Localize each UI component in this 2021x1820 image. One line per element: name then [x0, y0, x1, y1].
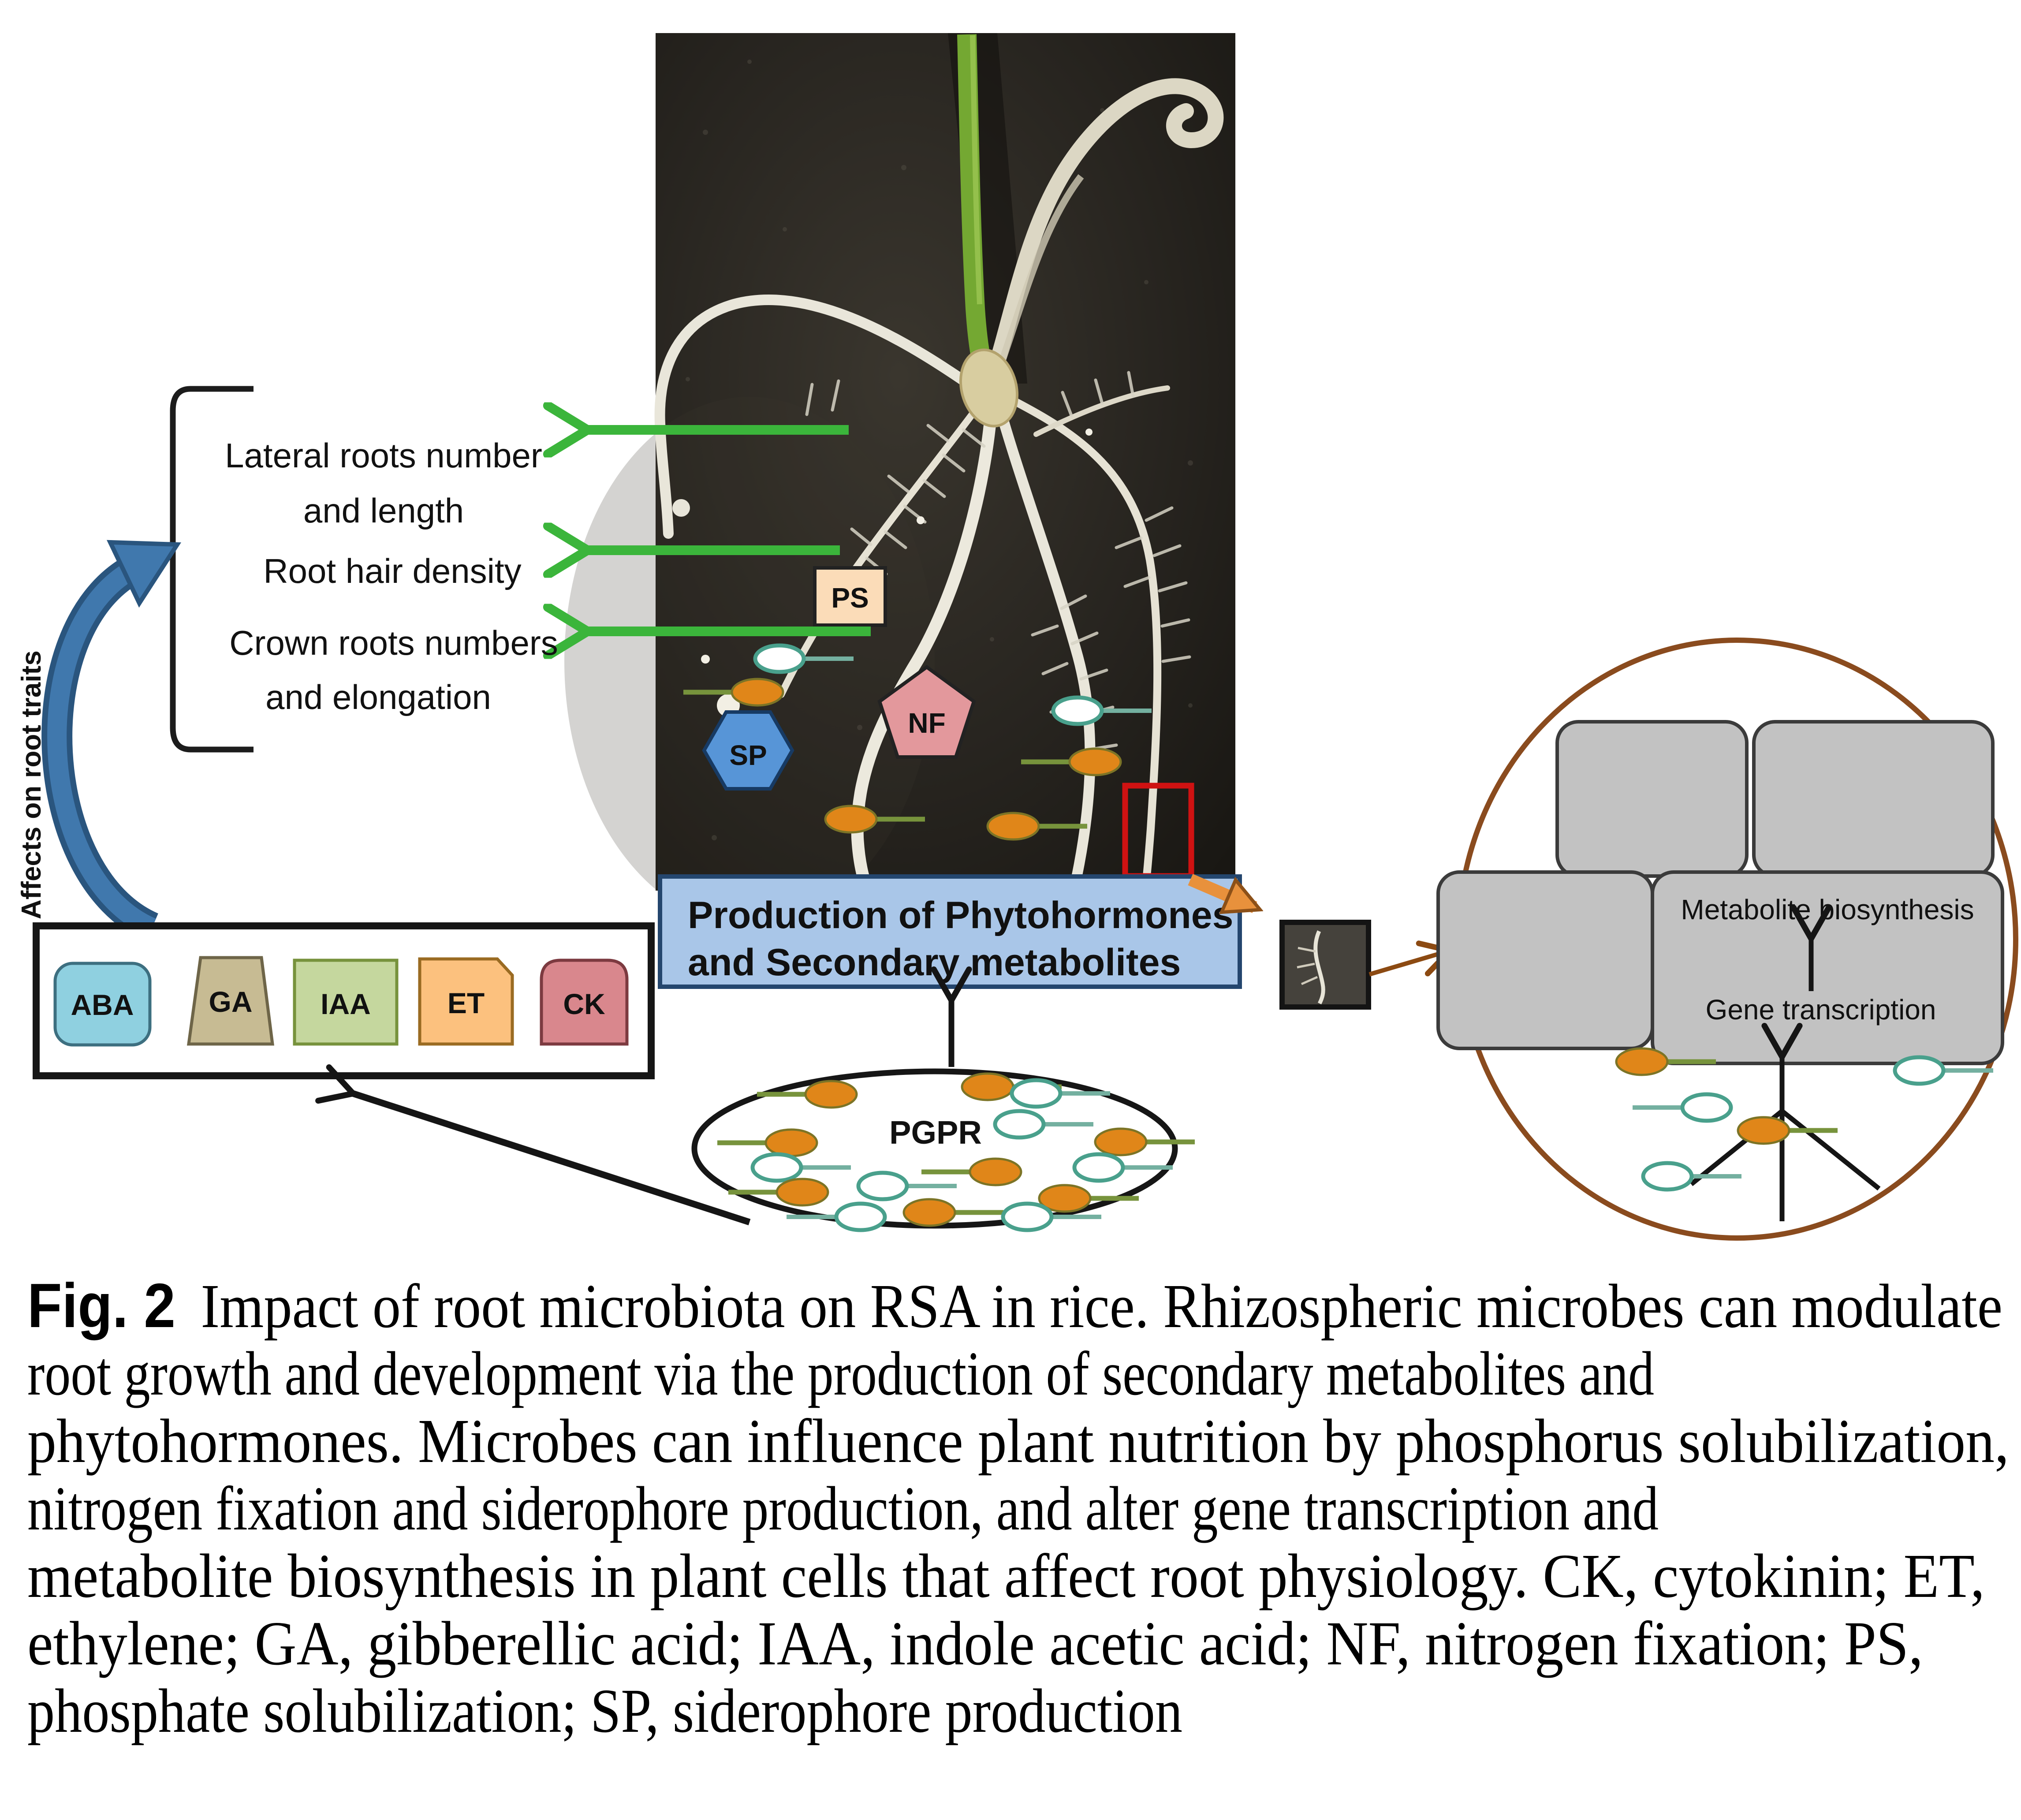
iaa-label: IAA: [321, 988, 371, 1020]
trait-lateral-line2: and length: [303, 491, 464, 530]
production-box: Production of Phytohormones and Secondar…: [658, 874, 1242, 989]
photo-texture: [686, 60, 1193, 840]
ck-shape: [540, 958, 629, 1046]
root-lateral: [778, 391, 990, 698]
pgpr-pool: PGPR: [691, 1068, 1195, 1230]
root-left-curve: [654, 295, 980, 539]
affects-arrow: [41, 540, 181, 942]
cell-box-bottom-left: [1436, 870, 1654, 1050]
trait-lateral-line1: Lateral roots number: [225, 436, 542, 475]
figure-caption: Fig. 2 Impact of root microbiota on RSA …: [27, 1271, 2009, 1745]
trait-labels: Lateral roots number and length Root hai…: [225, 436, 558, 716]
nf-label: NF: [908, 707, 945, 739]
blue-arrow-outline: [41, 556, 159, 942]
et-label: ET: [447, 987, 485, 1019]
aba-shape: [53, 962, 152, 1047]
sp-hexagon: [702, 710, 794, 791]
ga-shape: [186, 956, 274, 1046]
ps-badge: [813, 566, 887, 627]
et-shape: [418, 957, 514, 1046]
ck-label: CK: [563, 988, 605, 1020]
sp-label: SP: [729, 739, 767, 771]
inset-photo: [1279, 920, 1371, 1010]
arrow-pgpr-to-hormones: [353, 1093, 751, 1226]
inset-root-hairs: [1297, 947, 1318, 985]
root-far-right: [998, 391, 1162, 894]
cell-box-bottom-right: [1651, 870, 2004, 1065]
caption-line-1: Fig. 2 Impact of root microbiota on RSA …: [27, 1271, 2002, 1341]
caption-line-3: phytohormones. Microbes can influence pl…: [27, 1406, 2009, 1476]
nf-pentagon: [877, 665, 976, 759]
inset-root: [1313, 930, 1325, 1005]
ps-label: PS: [831, 582, 869, 614]
root-top-lateral: [1033, 385, 1170, 437]
caption-line-5: metabolite biosynthesis in plant cells t…: [27, 1541, 1985, 1611]
iaa-shape: [293, 958, 399, 1046]
caption-line-2: root growth and development via the prod…: [27, 1339, 1654, 1408]
rice-root-photo: PS NF SP: [564, 33, 1235, 926]
affects-rotated-label: Affects on root traits: [16, 650, 47, 919]
hormone-box: ABA GA IAA ET CK: [33, 922, 655, 1079]
stem-highlight: [970, 35, 982, 305]
caption-line-6: ethylene; GA, gibberellic acid; IAA, ind…: [27, 1608, 1923, 1678]
metabolite-label: Metabolite biosynthesis: [1681, 894, 1974, 925]
blue-arrow-head: [106, 540, 181, 608]
root-right: [992, 394, 1096, 895]
trait-crown-line1: Crown roots numbers: [229, 623, 558, 662]
cell-box-top-right: [1752, 720, 1995, 878]
plant-cell-circle: Metabolite biosynthesis Gene transcripti…: [1436, 638, 2018, 1241]
caption-line-7: phosphate solubilization; SP, siderophor…: [27, 1676, 1182, 1745]
arrow-inset-to-cell: [1368, 951, 1447, 977]
trait-roothair: Root hair density: [263, 552, 521, 590]
fork-branch-right: [1780, 1109, 1881, 1191]
cell-box-top-left: [1555, 720, 1749, 878]
trait-bracket: [170, 386, 254, 753]
root-inset: [1279, 920, 1371, 1010]
seed: [959, 348, 1019, 428]
trait-crown-line2: and elongation: [265, 678, 491, 716]
arrow-redbox-to-inset: [1188, 874, 1255, 907]
ga-label: GA: [209, 985, 253, 1018]
production-box-line2: and Secondary metabolites: [688, 941, 1181, 984]
trait-arrows: [586, 430, 871, 631]
coleoptile-strand: [994, 174, 1084, 376]
caption-line-4: nitrogen fixation and siderophore produc…: [27, 1473, 1659, 1543]
gene-label: Gene transcription: [1706, 994, 1936, 1026]
production-box-line1: Production of Phytohormones: [688, 894, 1233, 936]
caption-fig-label: Fig. 2: [27, 1271, 175, 1341]
coleoptile-curl: [985, 78, 1224, 385]
aba-label: ABA: [71, 988, 134, 1021]
blue-arrow-body: [47, 561, 156, 937]
photo-light-patch: [564, 397, 935, 926]
pgpr-label: PGPR: [889, 1114, 982, 1151]
